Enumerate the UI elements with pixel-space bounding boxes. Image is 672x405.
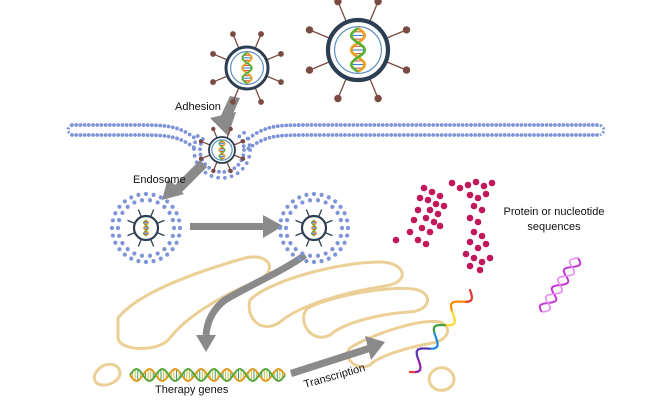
cell-membrane (66, 123, 606, 180)
arrow-vesicle-transfer (190, 215, 283, 238)
arrow-nuclear-entry (202, 252, 308, 336)
organelle-outline-right (346, 319, 449, 369)
arrow-endosome (162, 160, 207, 200)
organelle-outline-mid (302, 286, 430, 339)
label-protein-line1: Protein or nucleotide (504, 206, 605, 218)
arrow-nuclear-entry-head (196, 335, 216, 352)
label-adhesion: Adhesion (175, 101, 221, 113)
dna-helix-icon (129, 367, 286, 383)
label-endosome: Endosome (133, 174, 186, 186)
virus-particle-icon (305, 0, 411, 103)
endosome-vesicle-icon (109, 191, 183, 265)
organelle-fragment-bottom-right (427, 366, 456, 392)
rna-strand-icon (408, 288, 474, 374)
organelle-fragment-bottom-left (92, 362, 122, 387)
label-therapy-genes: Therapy genes (155, 384, 229, 396)
protein-sequence-dots (392, 178, 496, 274)
endosome-vesicle-icon (277, 191, 351, 265)
virus-particle-icon (198, 126, 246, 174)
arrow-transcription (290, 336, 385, 377)
rna-strand-icon (538, 257, 582, 313)
virus-particle-icon (210, 31, 284, 105)
organelle-outline-top (247, 260, 404, 329)
organelle-outline-left (116, 255, 271, 350)
label-protein-line2: sequences (527, 221, 581, 233)
